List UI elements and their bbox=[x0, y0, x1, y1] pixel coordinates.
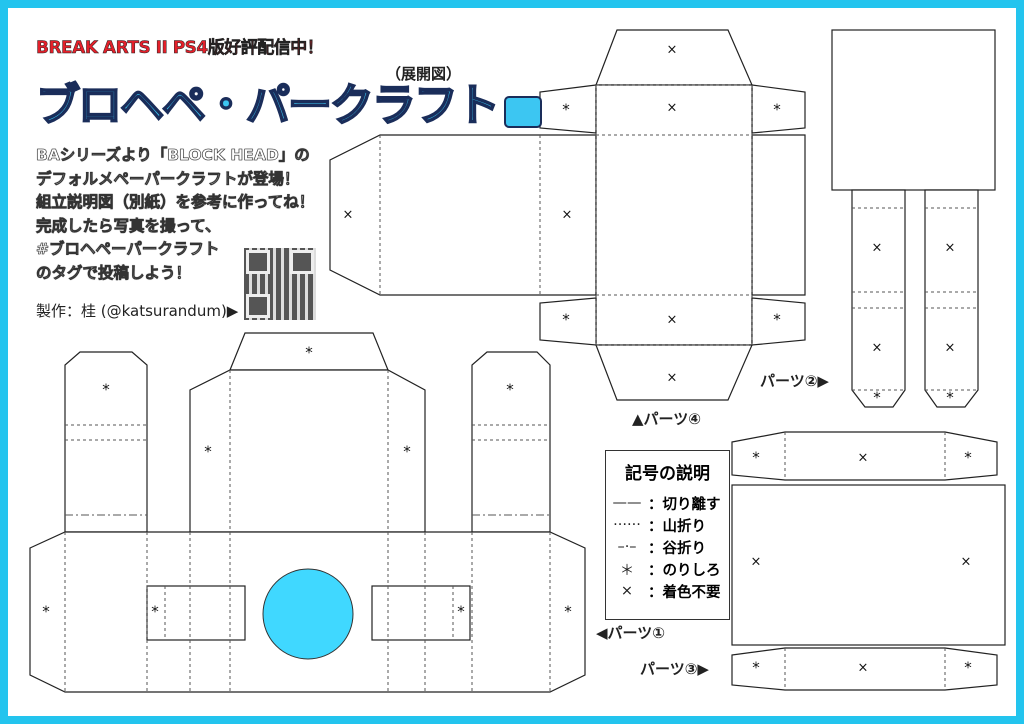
no-color-mark: × bbox=[751, 555, 762, 570]
part-2-label: パーツ②▶ bbox=[760, 372, 829, 390]
no-color-mark: × bbox=[858, 451, 869, 466]
description-line: #ブロヘペーパークラフト bbox=[36, 240, 220, 259]
glue-mark: * bbox=[457, 603, 465, 621]
marks: * * * * * * * * * * * * * * * * * * * × × × × × × × × × × × × × × bbox=[42, 43, 972, 677]
legend-row: —— ：切り離す bbox=[606, 492, 729, 514]
template-drawing: * * * * * * * * * * * * * * * * * * * × × × × × × × × × × × × × × bbox=[29, 29, 1006, 693]
part-3-label: パーツ③▶ bbox=[640, 660, 709, 678]
description: BAシリーズより「BLOCK HEAD」の デフォルメペーパークラフトが登場！ … bbox=[36, 144, 315, 285]
legend-symbol: –·– bbox=[617, 539, 637, 555]
no-color-mark: × bbox=[562, 208, 573, 223]
no-color-mark: × bbox=[872, 341, 883, 356]
page-subtitle: （展開図） bbox=[386, 65, 462, 83]
glue-mark: * bbox=[946, 389, 954, 407]
glue-mark: * bbox=[151, 603, 159, 621]
legend-symbol: × bbox=[620, 583, 634, 599]
glue-mark: * bbox=[562, 311, 570, 329]
credit-text: 製作：桂 (@katsurandum)▶ bbox=[36, 302, 239, 320]
glue-mark: * bbox=[752, 449, 760, 467]
glue-mark: * bbox=[752, 659, 760, 677]
no-color-mark: × bbox=[872, 241, 883, 256]
glue-mark: * bbox=[773, 311, 781, 329]
legend-label: ：のりしろ bbox=[648, 562, 721, 579]
no-color-mark: × bbox=[945, 241, 956, 256]
part-4-label: ▲パーツ④ bbox=[632, 410, 701, 428]
no-color-mark: × bbox=[667, 101, 678, 116]
legend-label: ：着色不要 bbox=[648, 584, 721, 601]
description-line: BAシリーズより「BLOCK HEAD」の bbox=[36, 146, 310, 165]
legend-row: × ：着色不要 bbox=[606, 580, 729, 602]
camera-lens-circle bbox=[262, 568, 354, 660]
legend-box: 記号の説明 ——：切り離す ······：山折り –·–：谷折り ＊：のりしろ … bbox=[605, 450, 730, 620]
no-color-mark: × bbox=[667, 313, 678, 328]
papercraft-sheet: * * * * * * * * * * * * * * * * * * * × × × × × × × × × × × × × × BREAK … bbox=[8, 8, 1016, 716]
no-color-mark: × bbox=[858, 661, 869, 676]
part-4 bbox=[329, 29, 806, 401]
legend-label: ：切り離す bbox=[648, 496, 721, 513]
glue-mark: * bbox=[964, 659, 972, 677]
legend-symbol: —— bbox=[612, 495, 642, 511]
glue-mark: * bbox=[964, 449, 972, 467]
legend-label: ：山折り bbox=[648, 518, 706, 535]
glue-mark: * bbox=[564, 603, 572, 621]
legend-row: ＊ ：のりしろ bbox=[606, 558, 729, 580]
glue-mark: * bbox=[102, 381, 110, 399]
description-line: 組立説明図（別紙）を参考に作ってね！ bbox=[36, 193, 315, 212]
part-2 bbox=[831, 29, 996, 408]
legend-title: 記号の説明 bbox=[625, 464, 710, 484]
no-color-mark: × bbox=[343, 208, 354, 223]
no-color-mark: × bbox=[667, 371, 678, 386]
glue-mark: * bbox=[562, 101, 570, 119]
no-color-mark: × bbox=[961, 555, 972, 570]
legend-symbol: ＊ bbox=[619, 562, 635, 579]
part-1-label: ◀パーツ① bbox=[596, 624, 665, 642]
qr-code[interactable] bbox=[244, 248, 316, 320]
legend-row: –·– ：谷折り bbox=[606, 536, 729, 558]
no-color-mark: × bbox=[945, 341, 956, 356]
legend-symbol: ······ bbox=[613, 517, 641, 533]
glue-mark: * bbox=[873, 389, 881, 407]
description-line: デフォルメペーパークラフトが登場！ bbox=[36, 169, 300, 188]
no-color-mark: × bbox=[667, 43, 678, 58]
glue-mark: * bbox=[773, 101, 781, 119]
promo-banner: BREAK ARTS II PS4版好評配信中！ bbox=[36, 38, 324, 59]
glue-mark: * bbox=[204, 443, 212, 461]
legend-row: ······ ：山折り bbox=[606, 514, 729, 536]
description-line: のタグで投稿しよう！ bbox=[36, 263, 192, 282]
part-3 bbox=[731, 431, 1006, 691]
part-1 bbox=[29, 332, 586, 693]
glue-mark: * bbox=[506, 381, 514, 399]
glue-mark: * bbox=[403, 443, 411, 461]
page-title: ブロヘペ・パークラフト bbox=[35, 80, 501, 131]
description-line: 完成したら写真を撮って、 bbox=[36, 216, 221, 235]
glue-mark: * bbox=[305, 344, 313, 362]
glue-mark: * bbox=[42, 603, 50, 621]
legend-label: ：谷折り bbox=[648, 540, 706, 557]
camera-icon bbox=[504, 96, 542, 128]
